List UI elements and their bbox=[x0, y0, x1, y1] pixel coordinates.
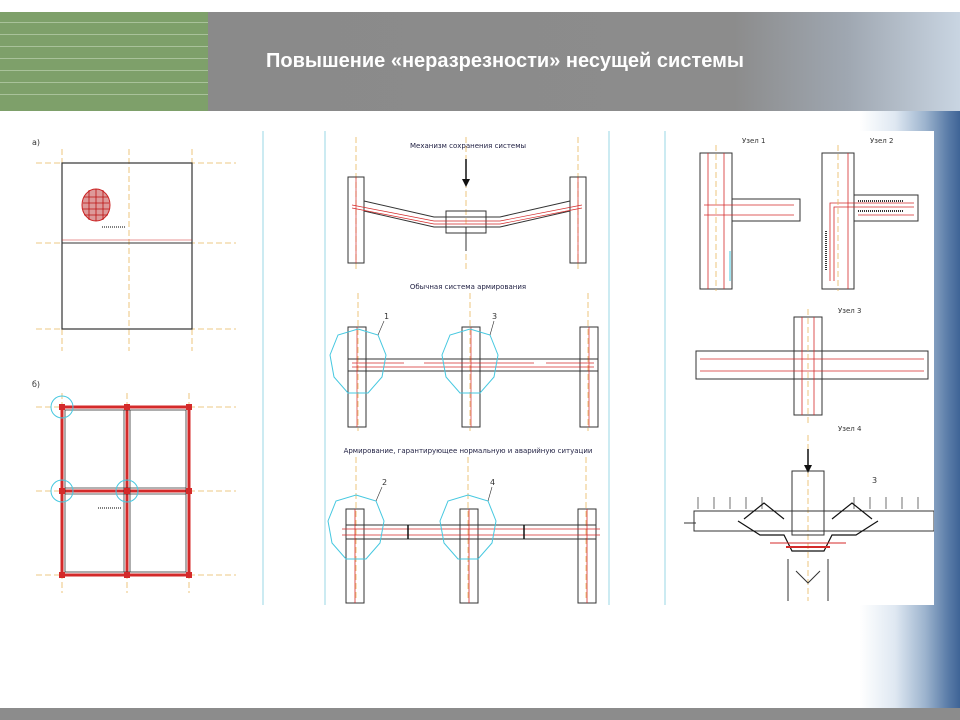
node-3-label: Узел 3 bbox=[838, 307, 861, 315]
label-a: а) bbox=[32, 138, 40, 147]
caption-guaranteed: Армирование, гарантирующее нормальную и … bbox=[344, 447, 593, 455]
node-2-label: Узел 2 bbox=[870, 137, 893, 145]
label-b: б) bbox=[32, 380, 40, 389]
scheme3-detail-circles bbox=[327, 494, 497, 560]
top-strip bbox=[0, 0, 960, 12]
bottom-strip bbox=[0, 708, 960, 720]
scheme3-marker-4: 4 bbox=[490, 478, 495, 487]
damaged-zone-hatch bbox=[81, 188, 111, 222]
reinforcement-schemes-panel: Механизм сохранения системы Обычная сист… bbox=[324, 131, 612, 605]
reinforcement-schemes-drawing: Механизм сохранения системы Обычная сист… bbox=[324, 131, 610, 605]
floor-plan-drawing: а) б) bbox=[32, 131, 264, 605]
scheme3-marker-2: 2 bbox=[382, 478, 387, 487]
caption-ordinary: Обычная система армирования bbox=[410, 283, 526, 291]
node-4-label: Узел 4 bbox=[838, 425, 862, 433]
node-details-panel: Узел 1 Узел 2 Узел 3 Узел 4 3 bbox=[664, 131, 935, 605]
node-3-drawing bbox=[695, 309, 929, 423]
node-4-drawing bbox=[684, 435, 935, 601]
node-4-marker: 3 bbox=[872, 476, 877, 485]
scheme2-marker-3: 3 bbox=[492, 312, 497, 321]
scheme1-structure bbox=[347, 176, 587, 264]
node-2-drawing bbox=[821, 145, 919, 291]
scheme2-detail-circles bbox=[329, 328, 499, 394]
node-1-drawing bbox=[699, 145, 801, 291]
plan-a-outline bbox=[61, 162, 193, 330]
floor-plan-panel: а) б) bbox=[26, 131, 264, 605]
plan-b-node-circles bbox=[50, 395, 139, 503]
node-details-drawing: Узел 1 Узел 2 Узел 3 Узел 4 3 bbox=[664, 131, 935, 605]
header-green-block bbox=[0, 12, 208, 111]
caption-mechanism: Механизм сохранения системы bbox=[410, 142, 526, 150]
node-1-label: Узел 1 bbox=[742, 137, 765, 145]
scheme2-marker-1: 1 bbox=[384, 312, 389, 321]
slide-title: Повышение «неразрезности» несущей систем… bbox=[266, 50, 744, 72]
scheme2-structure bbox=[347, 326, 599, 428]
title-bar: Повышение «неразрезности» несущей систем… bbox=[208, 12, 960, 111]
